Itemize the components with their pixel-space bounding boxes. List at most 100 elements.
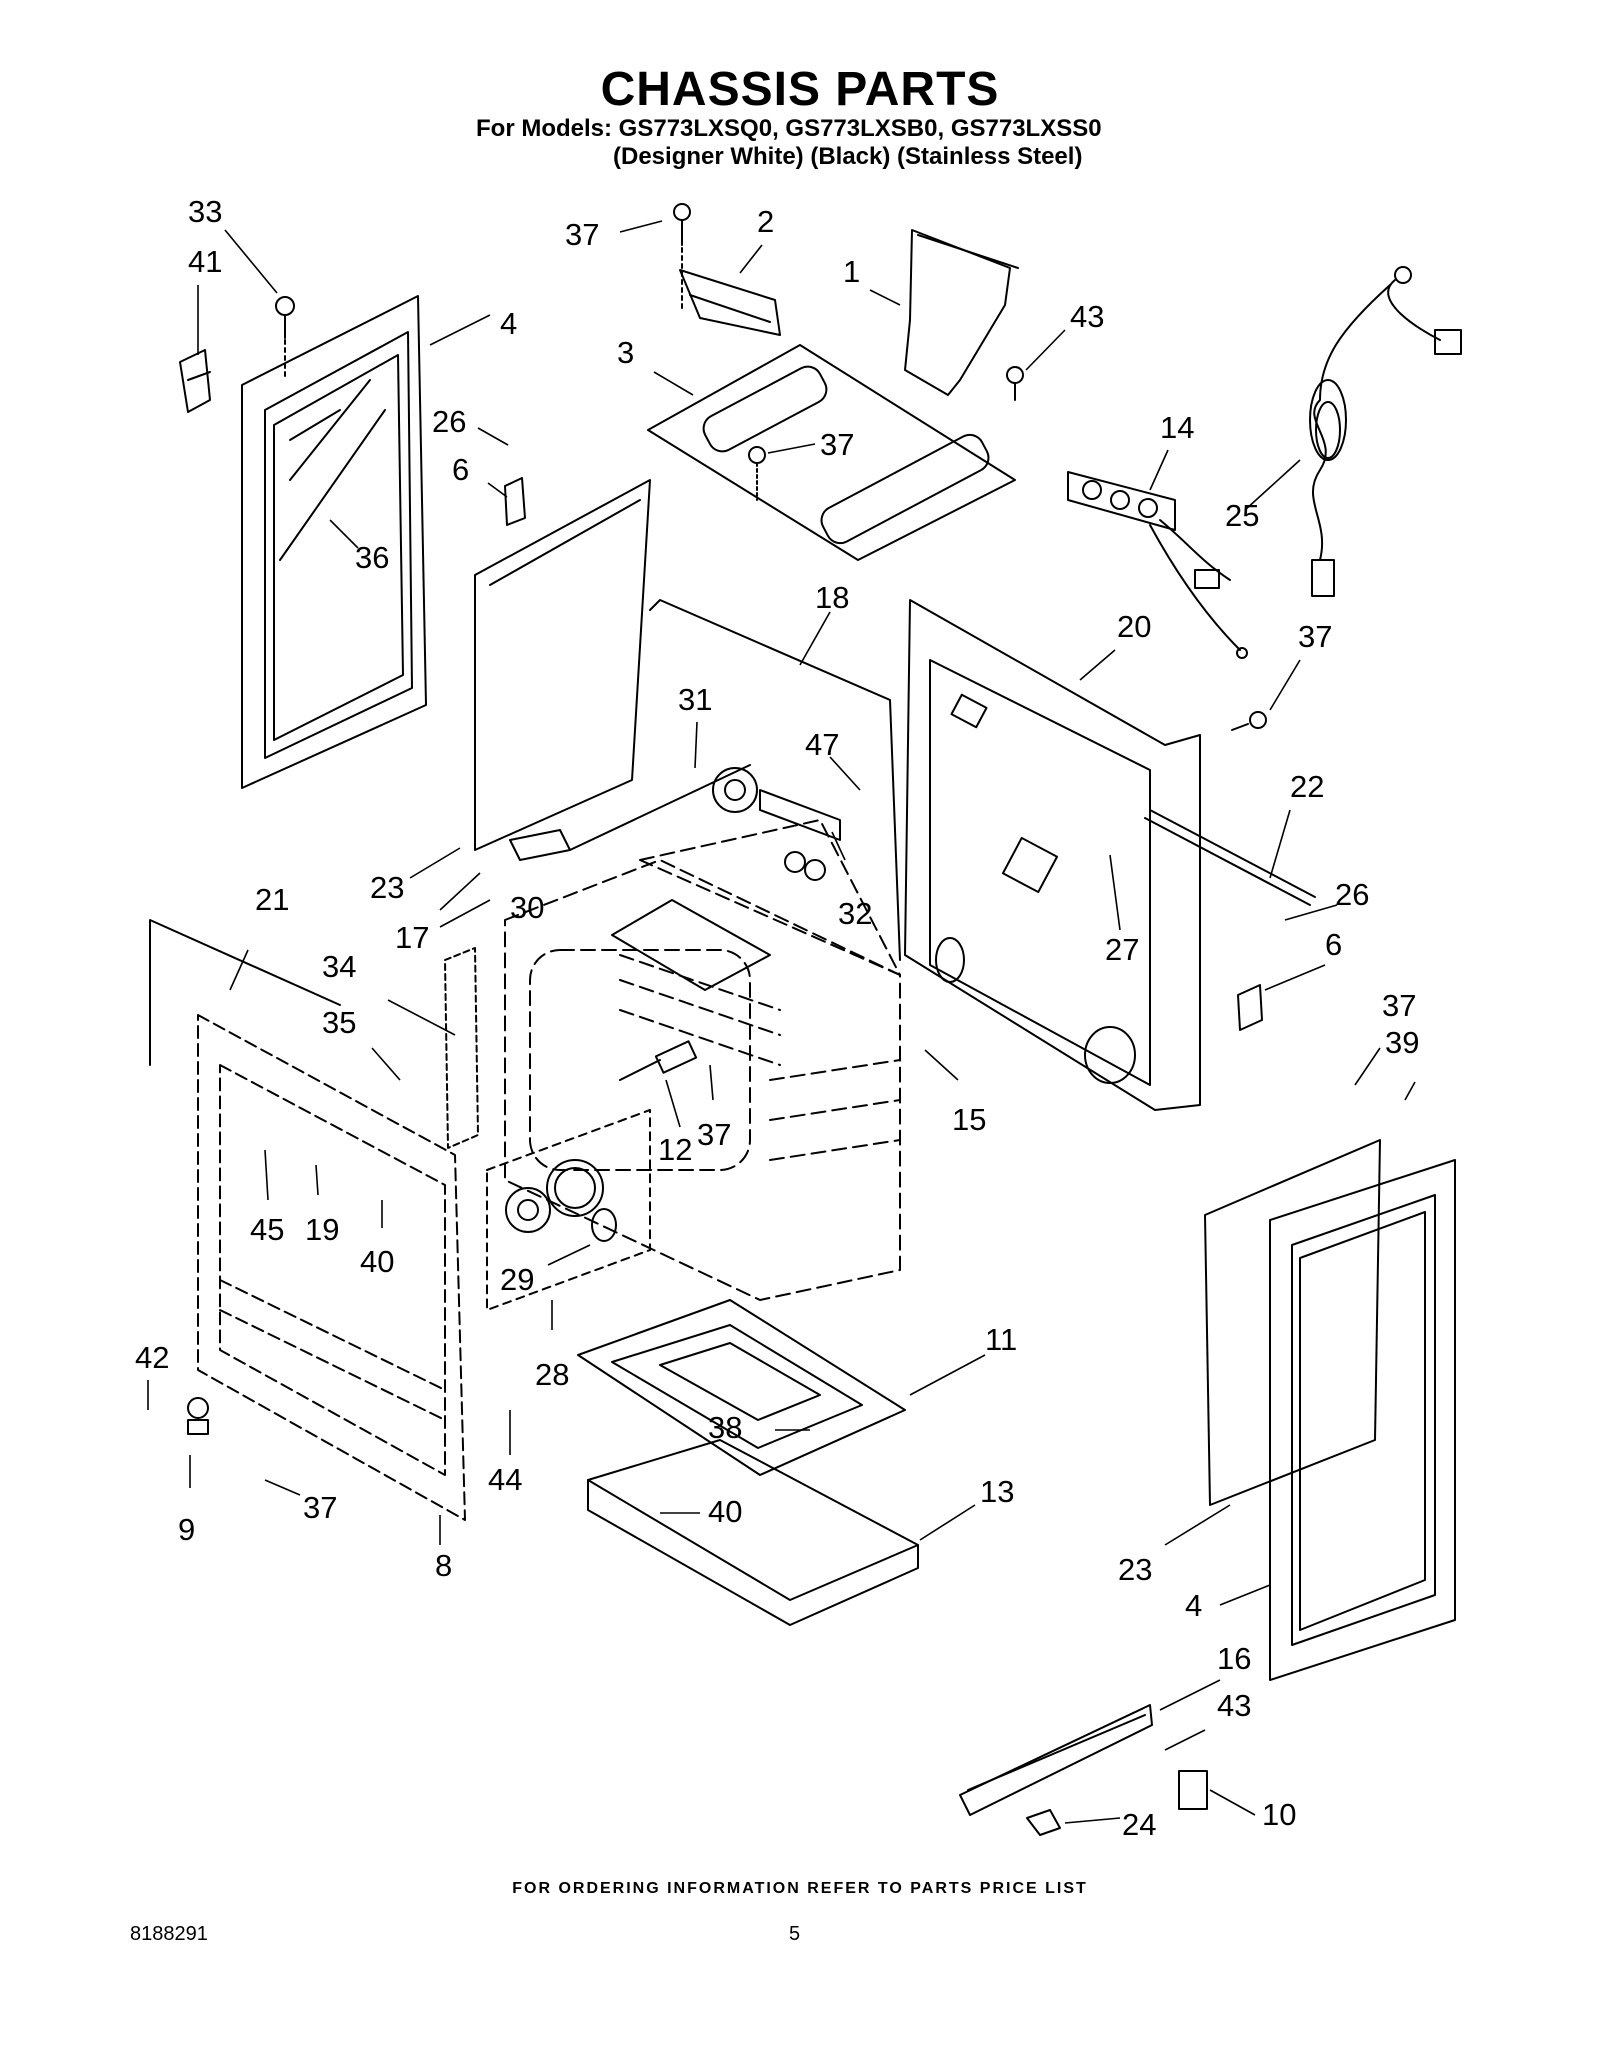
callout-42: 42 xyxy=(135,1340,169,1375)
wiring-harness-14 xyxy=(1067,471,1248,659)
callout-2: 2 xyxy=(757,204,774,239)
callout-4: 4 xyxy=(500,306,517,341)
callout-31: 31 xyxy=(678,682,712,717)
right-side-panel xyxy=(1269,1159,1456,1681)
callout-40: 40 xyxy=(708,1494,742,1529)
hinge-30 xyxy=(509,829,571,861)
callout-37: 37 xyxy=(1298,619,1332,654)
wire-31 xyxy=(569,764,751,851)
hinge-bracket-34 xyxy=(444,947,479,1149)
callout-26: 26 xyxy=(1335,877,1369,912)
clip-24 xyxy=(1026,1809,1061,1836)
ordering-note: FOR ORDERING INFORMATION REFER TO PARTS … xyxy=(512,1880,1088,1897)
vent-baffle-2 xyxy=(679,269,781,336)
callout-17: 17 xyxy=(395,920,429,955)
ignitor-12 xyxy=(619,1040,698,1081)
callout-43: 43 xyxy=(1070,299,1104,334)
callout-20: 20 xyxy=(1117,609,1151,644)
callout-39: 39 xyxy=(1385,1025,1419,1060)
callout-3: 3 xyxy=(617,335,634,370)
callout-37: 37 xyxy=(1382,988,1416,1023)
screw-43-top xyxy=(1006,366,1024,401)
callout-18: 18 xyxy=(815,580,849,615)
oven-cavity-15 xyxy=(504,819,901,1301)
callout-21: 21 xyxy=(255,882,289,917)
callout-33: 33 xyxy=(188,194,222,229)
callout-37: 37 xyxy=(303,1490,337,1525)
insulation-panel xyxy=(474,479,651,851)
callout-13: 13 xyxy=(980,1474,1014,1509)
models-line: For Models: GS773LXSQ0, GS773LXSB0, GS77… xyxy=(476,115,1102,142)
callout-38: 38 xyxy=(708,1410,742,1445)
page-number: 5 xyxy=(789,1923,801,1945)
vent-duct-1 xyxy=(904,229,1019,396)
callout-6: 6 xyxy=(1325,927,1342,962)
callout-43: 43 xyxy=(1217,1688,1251,1723)
leveling-leg-10 xyxy=(1178,1770,1208,1810)
callout-35: 35 xyxy=(322,1005,356,1040)
callout-6: 6 xyxy=(452,452,469,487)
callout-47: 47 xyxy=(805,727,839,762)
right-bracket-6 xyxy=(1237,984,1263,1031)
callout-24: 24 xyxy=(1122,1807,1156,1842)
callout-41: 41 xyxy=(188,244,222,279)
callout-37: 37 xyxy=(565,217,599,252)
callout-1: 1 xyxy=(843,254,860,289)
drawer-13 xyxy=(587,1439,919,1626)
leveling-rail-16 xyxy=(959,1704,1153,1816)
bracket-41 xyxy=(179,349,211,413)
callout-10: 10 xyxy=(1262,1797,1296,1832)
door-seal-21 xyxy=(149,919,341,1066)
callout-23: 23 xyxy=(1118,1552,1152,1587)
callout-16: 16 xyxy=(1217,1641,1251,1676)
document-number: 8188291 xyxy=(130,1923,208,1945)
callout-37: 37 xyxy=(820,427,854,462)
screw-37-right xyxy=(1231,711,1267,731)
callout-40: 40 xyxy=(360,1244,394,1279)
callout-25: 25 xyxy=(1225,498,1259,533)
screw-37-top xyxy=(673,203,691,313)
callout-26: 26 xyxy=(432,404,466,439)
callout-4: 4 xyxy=(1185,1588,1202,1623)
callout-37: 37 xyxy=(697,1117,731,1152)
top-shield xyxy=(611,899,771,991)
knob-group-29 xyxy=(486,1109,651,1311)
left-side-panel xyxy=(241,295,427,789)
callout-32: 32 xyxy=(838,896,872,931)
callout-45: 45 xyxy=(250,1212,284,1247)
callout-27: 27 xyxy=(1105,932,1139,967)
rod-22 xyxy=(1144,809,1316,906)
callout-28: 28 xyxy=(535,1357,569,1392)
screw-37-mid xyxy=(748,446,766,501)
callout-30: 30 xyxy=(510,890,544,925)
callout-36: 36 xyxy=(355,540,389,575)
callout-12: 12 xyxy=(658,1132,692,1167)
callout-14: 14 xyxy=(1160,410,1194,445)
screw-33 xyxy=(275,296,295,381)
callout-15: 15 xyxy=(952,1102,986,1137)
callout-8: 8 xyxy=(435,1548,452,1583)
callout-11: 11 xyxy=(985,1322,1017,1357)
left-bracket-6 xyxy=(504,477,526,526)
cooktop-base-3 xyxy=(647,344,1016,561)
broil-pan-11 xyxy=(577,1299,906,1476)
callout-44: 44 xyxy=(488,1462,522,1497)
power-cord-25 xyxy=(1309,266,1462,597)
colors-line: (Designer White) (Black) (Stainless Stee… xyxy=(613,143,1083,170)
callout-34: 34 xyxy=(322,949,356,984)
oven-door-8 xyxy=(197,1014,466,1521)
callout-9: 9 xyxy=(178,1512,195,1547)
gasket-18 xyxy=(649,599,901,961)
page-title: CHASSIS PARTS xyxy=(600,63,1000,116)
leader-lines xyxy=(147,220,1416,1824)
back-panel-20 xyxy=(904,599,1201,1111)
callout-19: 19 xyxy=(305,1212,339,1247)
burner-valve-32 xyxy=(712,767,841,881)
callout-23: 23 xyxy=(370,870,404,905)
callout-22: 22 xyxy=(1290,769,1324,804)
right-insulation xyxy=(1204,1139,1381,1506)
foot-9 xyxy=(187,1397,209,1435)
